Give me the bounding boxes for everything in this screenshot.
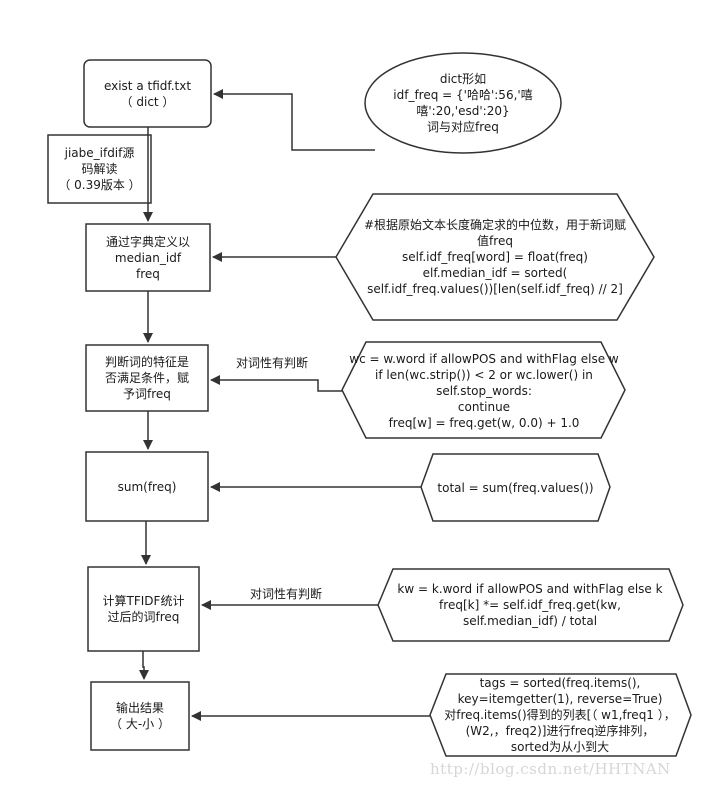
median-code-label: #根据原始文本长度确定求的中位数，用于新词赋 值freq self.idf_fr… [363, 218, 627, 296]
tfidf-edge-label: 对词性有判断 [250, 587, 323, 601]
median-step-label: 通过字典定义以 median_idf freq [105, 234, 190, 281]
tfidf-step-label: 计算TFIDF统计 过后的词freq [102, 594, 185, 624]
sum-step-box [85, 451, 209, 522]
judge-code-hexagon [341, 341, 626, 439]
watermark-text: http://blog.csdn.net/HHTNAN [430, 760, 671, 778]
sum-code-label: total = sum(freq.values()) [437, 480, 594, 495]
connector-tfidf-to-output [139, 651, 149, 680]
exist-tfidf-label: exist a tfidf.txt （ dict ） [103, 78, 192, 109]
tfidf-code-label: kw = k.word if allowPOS and withFlag els… [397, 582, 663, 628]
median-step-box [85, 223, 211, 292]
dict-note-ellipse [364, 52, 562, 154]
source-note-box [47, 134, 152, 204]
output-code-label: tags = sorted(freq.items(), key=itemgett… [444, 676, 676, 754]
source-note-label: jiabe_ifdif源 码解读 （ 0.39版本 ） [58, 146, 141, 192]
dict-note-label: dict形如 idf_freq = {'哈哈':56,'嘻 嘻':20,'esd… [393, 72, 533, 134]
judge-edge-label: 对词性有判断 [236, 356, 309, 370]
output-step-box [90, 681, 190, 751]
judge-step-label: 判断词的特征是 否满足条件，赋 予词freq [104, 355, 189, 401]
output-code-hexagon [429, 673, 692, 757]
judge-step-box [85, 344, 209, 412]
connector-dict-to-exist [213, 89, 375, 151]
connector-judge-code-to-step [210, 375, 342, 392]
sum-step-label: sum(freq) [117, 479, 177, 494]
judge-code-label: wc = w.word if allowPOS and withFlag els… [349, 352, 619, 430]
output-step-label: 输出结果 （ 大-小 ） [110, 701, 170, 731]
